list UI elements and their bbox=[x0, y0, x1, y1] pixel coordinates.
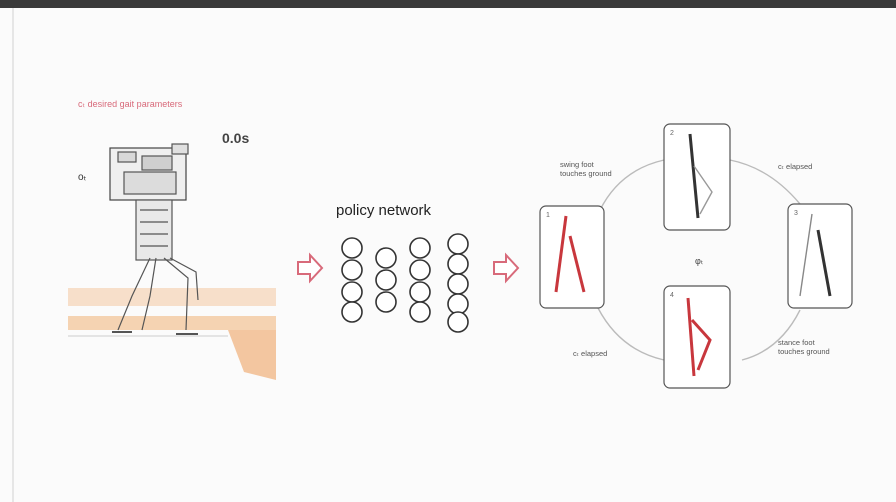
transition-line: stance foot bbox=[778, 338, 815, 347]
top-border bbox=[0, 0, 896, 8]
phase-number-4: 4 bbox=[670, 292, 674, 299]
transition-line: cₜ elapsed bbox=[778, 162, 813, 171]
transition-line: touches ground bbox=[778, 347, 830, 356]
transition-line: swing foot bbox=[560, 160, 594, 169]
gait-caption: cₜ desired gait parameters bbox=[78, 99, 183, 109]
right-arrow-icon bbox=[297, 252, 324, 284]
phase-number-3: 3 bbox=[794, 210, 798, 217]
transition-line: touches ground bbox=[560, 169, 612, 178]
phase-box-4 bbox=[663, 285, 731, 389]
network-nodes bbox=[341, 233, 469, 333]
terrain bbox=[68, 288, 276, 380]
phase-number-1: 1 bbox=[546, 212, 550, 219]
time-label: 0.0s bbox=[222, 130, 250, 146]
transition-label-elapsed-top: cₜ elapsed bbox=[778, 162, 812, 171]
transition-label-stance: stance foot touches ground bbox=[778, 338, 830, 356]
phase-box-2 bbox=[663, 123, 731, 231]
robot-illustration bbox=[109, 143, 199, 335]
phase-box-3 bbox=[787, 203, 853, 309]
observation-label: oₜ bbox=[78, 172, 87, 183]
policy-network-label: policy network bbox=[336, 202, 432, 219]
transition-label-elapsed-bottom: cₜ elapsed bbox=[573, 349, 607, 358]
left-border bbox=[12, 8, 14, 502]
phase-number-2: 2 bbox=[670, 130, 674, 137]
transition-line: cₜ elapsed bbox=[573, 349, 608, 358]
phase-label: φₜ bbox=[695, 256, 704, 266]
phase-cycle bbox=[597, 159, 801, 361]
right-arrow-icon bbox=[493, 252, 520, 284]
phase-box-1 bbox=[539, 205, 605, 309]
transition-label-swing: swing foot touches ground bbox=[560, 160, 612, 178]
